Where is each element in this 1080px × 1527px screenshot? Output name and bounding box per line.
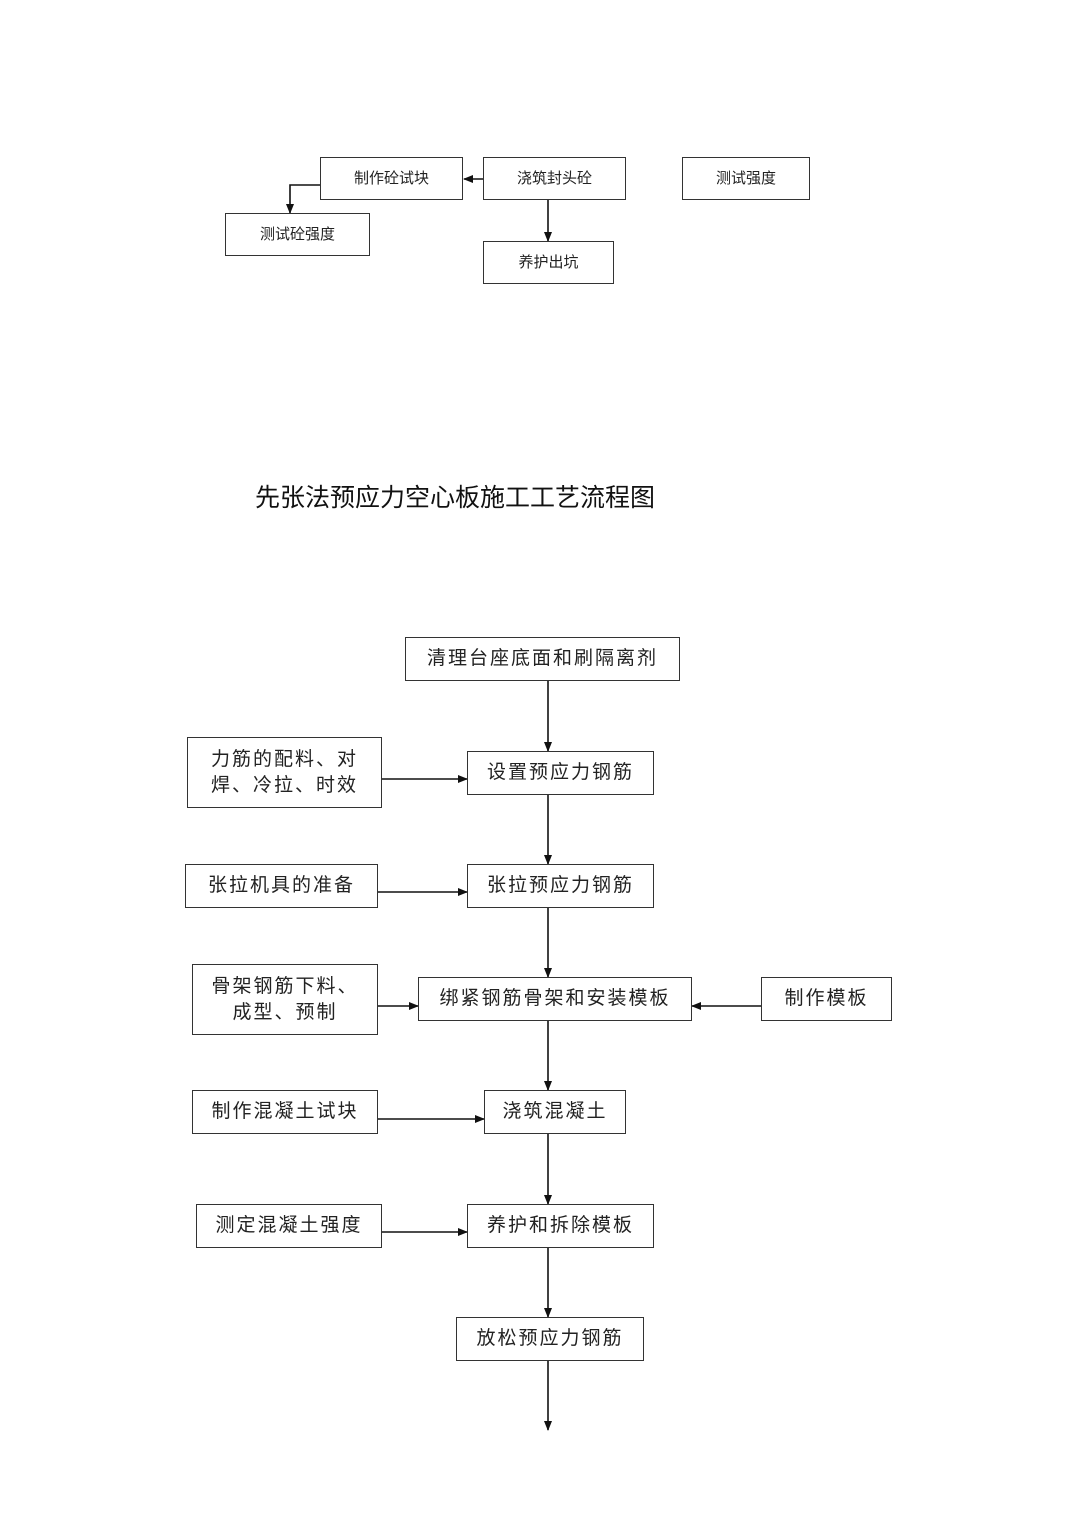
test-concrete-strength-box: 测试砼强度 <box>225 213 370 256</box>
measure-strength-box: 测定混凝土强度 <box>196 1204 382 1248</box>
arrow-specimen-to-test <box>286 184 321 214</box>
tension-equipment-box: 张拉机具的准备 <box>185 864 378 908</box>
cure-and-strip-box: 养护和拆除模板 <box>467 1204 654 1248</box>
tension-tendons-box: 张拉预应力钢筋 <box>467 864 654 908</box>
pour-concrete-box: 浇筑混凝土 <box>484 1090 626 1134</box>
tendon-prep-box: 力筋的配料、对焊、冷拉、时效 <box>187 737 382 808</box>
pour-end-concrete-box: 浇筑封头砼 <box>483 157 626 200</box>
make-formwork-box: 制作模板 <box>761 977 892 1021</box>
page-title: 先张法预应力空心板施工工艺流程图 <box>255 483 656 512</box>
release-tendons-box: 放松预应力钢筋 <box>456 1317 644 1361</box>
make-specimen-box: 制作砼试块 <box>320 157 463 200</box>
set-tendons-box: 设置预应力钢筋 <box>467 751 654 795</box>
test-strength-box: 测试强度 <box>682 157 810 200</box>
make-test-block-box: 制作混凝土试块 <box>192 1090 378 1134</box>
cure-and-remove-box: 养护出坑 <box>483 241 614 284</box>
cage-prep-box: 骨架钢筋下料、成型、预制 <box>192 964 378 1035</box>
clean-bed-box: 清理台座底面和刷隔离剂 <box>405 637 680 681</box>
tie-and-formwork-box: 绑紧钢筋骨架和安装模板 <box>418 977 692 1021</box>
